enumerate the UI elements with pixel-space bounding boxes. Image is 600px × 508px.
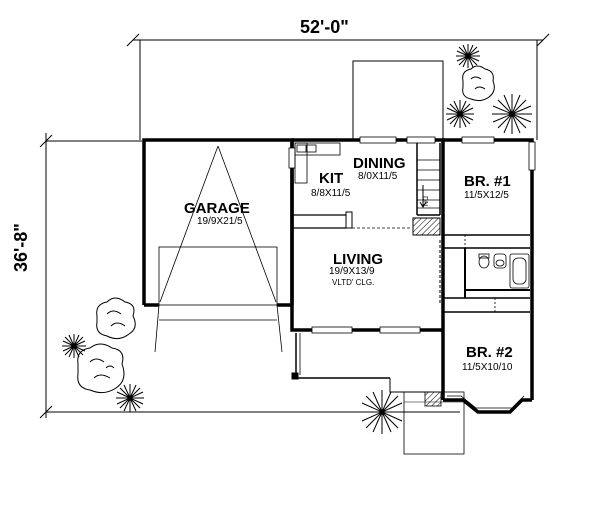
garage — [142, 138, 294, 353]
tree-icon — [62, 44, 532, 434]
front-porch — [291, 333, 465, 455]
bathroom — [478, 253, 530, 289]
br1-name: BR. #1 — [464, 173, 511, 190]
living-size: 19/9X13/9 — [329, 266, 375, 277]
sink-icon — [296, 144, 307, 153]
dining-size: 8/0X11/5 — [358, 171, 398, 182]
windows — [288, 136, 536, 334]
br1-size: 11/5X12/5 — [464, 190, 509, 201]
bay-window — [443, 398, 532, 414]
bathtub-icon — [509, 253, 530, 289]
width-dimension-label: 52'-0" — [300, 17, 349, 37]
kitchen-name: KIT — [319, 170, 344, 187]
hall-closets — [412, 217, 530, 313]
living-note: VLTD' CLG. — [332, 278, 375, 287]
kitchen-size: 8/8X11/5 — [311, 188, 351, 199]
br2-name: BR. #2 — [466, 344, 513, 361]
stair-down-label: DN — [421, 196, 428, 207]
depth-dimension-label: 36'-8" — [11, 223, 31, 272]
kitchen-fixtures — [292, 142, 410, 229]
garage-size: 19/9X21/5 — [197, 216, 243, 227]
garage-name: GARAGE — [184, 200, 250, 217]
dining-name: DINING — [353, 155, 406, 172]
br2-size: 11/5X10/10 — [462, 362, 513, 373]
rear-projection — [352, 60, 444, 142]
width-dimension-line — [126, 33, 550, 140]
living-name: LIVING — [333, 251, 384, 268]
toilet-icon — [478, 255, 490, 269]
stairs — [416, 143, 441, 216]
